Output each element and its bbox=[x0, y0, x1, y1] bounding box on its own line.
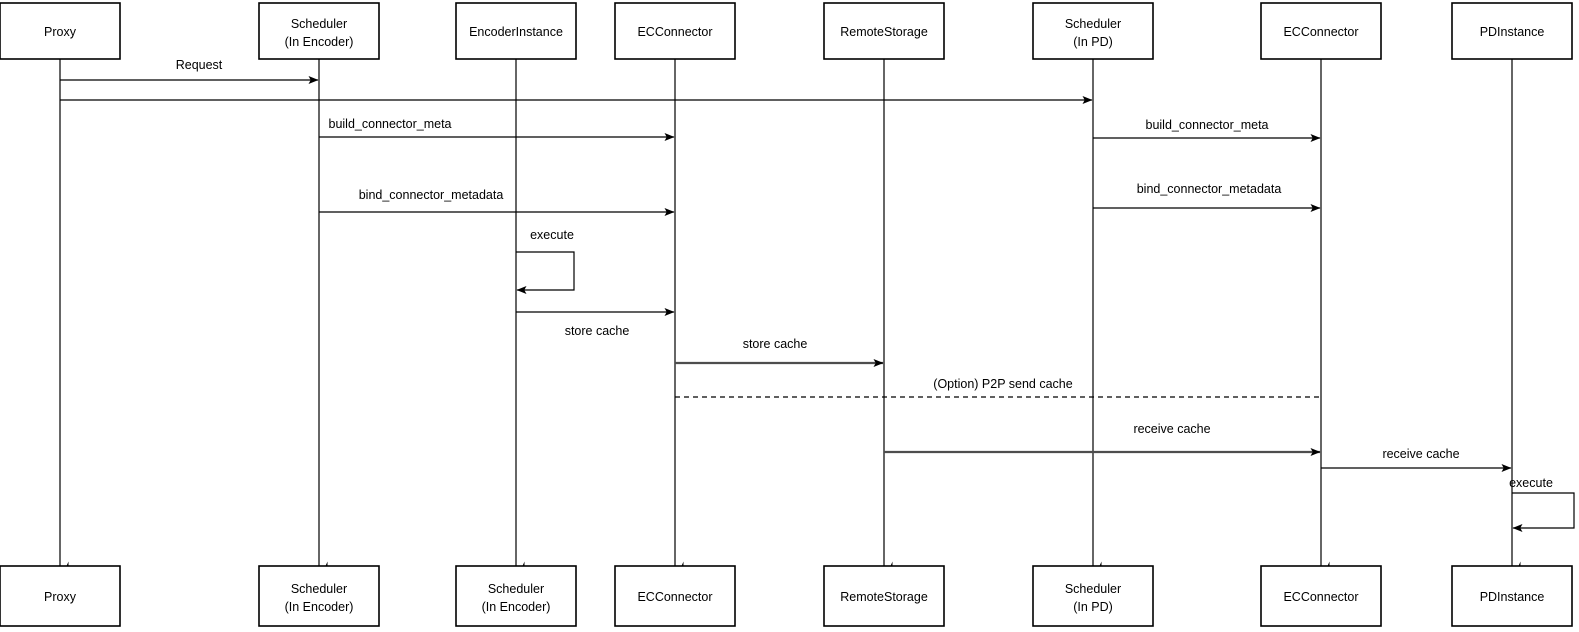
bottom-box-sched_enc bbox=[258, 565, 380, 627]
top-box-ec_conn_enc bbox=[614, 2, 736, 60]
bottom-participant-pd_inst[interactable]: PDInstance bbox=[1451, 565, 1573, 627]
bottom-participant-encoder_inst[interactable]: Scheduler (In Encoder) bbox=[455, 565, 577, 627]
top-label-pd_inst: PDInstance bbox=[1480, 25, 1545, 39]
bottom-box-proxy bbox=[0, 565, 121, 627]
top-box-sched_enc bbox=[258, 2, 380, 60]
message-m11[interactable]: receive cache bbox=[1321, 447, 1512, 472]
self-messages-layer: execute execute bbox=[516, 228, 1575, 532]
top-participant-boxes: Proxy Scheduler (In Encoder) EncoderInstanc… bbox=[0, 2, 1573, 60]
bottom-participant-sched_enc[interactable]: Scheduler (In Encoder) bbox=[258, 565, 380, 627]
bottom-label-proxy: Proxy bbox=[44, 590, 77, 604]
top-box-ec_conn_pd bbox=[1260, 2, 1382, 60]
bottom-label-remote_store: RemoteStorage bbox=[840, 590, 928, 604]
bottom-label-ec_conn_pd: ECConnector bbox=[1283, 590, 1358, 604]
top-label-line1-sched_pd: Scheduler bbox=[1065, 17, 1121, 31]
top-box-remote_store bbox=[823, 2, 945, 60]
top-participant-sched_pd[interactable]: Scheduler (In PD) bbox=[1032, 2, 1154, 60]
top-label-line2-sched_enc: (In Encoder) bbox=[285, 35, 354, 49]
bottom-label-line1-encoder_inst: Scheduler bbox=[488, 582, 544, 596]
bottom-label-pd_inst: PDInstance bbox=[1480, 590, 1545, 604]
top-label-ec_conn_enc: ECConnector bbox=[637, 25, 712, 39]
message-label-m9: (Option) P2P send cache bbox=[933, 377, 1072, 391]
message-m9[interactable]: (Option) P2P send cache bbox=[675, 377, 1321, 398]
top-label-proxy: Proxy bbox=[44, 25, 77, 39]
message-label-m6: bind_connector_metadata bbox=[1137, 182, 1282, 196]
bottom-participant-proxy[interactable]: Proxy bbox=[0, 565, 121, 627]
bottom-participant-remote_store[interactable]: RemoteStorage bbox=[823, 565, 945, 627]
bottom-label-line1-sched_enc: Scheduler bbox=[291, 582, 347, 596]
bottom-box-encoder_inst bbox=[455, 565, 577, 627]
bottom-label-line1-sched_pd: Scheduler bbox=[1065, 582, 1121, 596]
top-box-pd_inst bbox=[1451, 2, 1573, 60]
lifelines-layer bbox=[59, 59, 1521, 571]
self-message-path-s2 bbox=[1512, 492, 1575, 532]
bottom-participant-boxes: Proxy Scheduler (In Encoder) Scheduler (In E… bbox=[0, 565, 1573, 627]
message-m3[interactable]: build_connector_meta bbox=[319, 117, 675, 141]
message-label-m4: build_connector_meta bbox=[1146, 118, 1269, 132]
bottom-label-line2-sched_pd: (In PD) bbox=[1073, 600, 1113, 614]
self-message-label-s2: execute bbox=[1509, 476, 1553, 490]
bottom-participant-ec_conn_enc[interactable]: ECConnector bbox=[614, 565, 736, 627]
top-participant-encoder_inst[interactable]: EncoderInstance bbox=[455, 2, 577, 60]
message-m5[interactable]: bind_connector_metadata bbox=[319, 188, 675, 216]
bottom-label-ec_conn_enc: ECConnector bbox=[637, 590, 712, 604]
message-label-m7: store cache bbox=[565, 324, 630, 338]
self-message-path-s1 bbox=[516, 251, 575, 294]
top-participant-proxy[interactable]: Proxy bbox=[0, 2, 121, 60]
bottom-box-pd_inst bbox=[1451, 565, 1573, 627]
message-m10[interactable]: receive cache bbox=[884, 422, 1321, 456]
bottom-box-remote_store bbox=[823, 565, 945, 627]
top-label-ec_conn_pd: ECConnector bbox=[1283, 25, 1358, 39]
message-m8[interactable]: store cache bbox=[675, 337, 884, 367]
bottom-box-ec_conn_pd bbox=[1260, 565, 1382, 627]
self-message-s1[interactable]: execute bbox=[516, 228, 575, 294]
bottom-label-line2-encoder_inst: (In Encoder) bbox=[482, 600, 551, 614]
top-participant-remote_store[interactable]: RemoteStorage bbox=[823, 2, 945, 60]
top-label-remote_store: RemoteStorage bbox=[840, 25, 928, 39]
bottom-participant-sched_pd[interactable]: Scheduler (In PD) bbox=[1032, 565, 1154, 627]
message-label-m8: store cache bbox=[743, 337, 808, 351]
self-message-s2[interactable]: execute bbox=[1509, 476, 1575, 532]
top-label-encoder_inst: EncoderInstance bbox=[469, 25, 563, 39]
message-m7[interactable]: store cache bbox=[516, 308, 675, 338]
bottom-label-line2-sched_enc: (In Encoder) bbox=[285, 600, 354, 614]
message-label-m11: receive cache bbox=[1382, 447, 1459, 461]
bottom-box-sched_pd bbox=[1032, 565, 1154, 627]
message-label-m5: bind_connector_metadata bbox=[359, 188, 504, 202]
top-participant-sched_enc[interactable]: Scheduler (In Encoder) bbox=[258, 2, 380, 60]
message-m4[interactable]: build_connector_meta bbox=[1093, 118, 1321, 142]
top-label-line2-sched_pd: (In PD) bbox=[1073, 35, 1113, 49]
message-label-m10: receive cache bbox=[1133, 422, 1210, 436]
message-m1[interactable]: Request bbox=[60, 58, 319, 84]
top-box-encoder_inst bbox=[455, 2, 577, 60]
message-m6[interactable]: bind_connector_metadata bbox=[1093, 182, 1321, 212]
top-box-sched_pd bbox=[1032, 2, 1154, 60]
top-participant-ec_conn_enc[interactable]: ECConnector bbox=[614, 2, 736, 60]
message-label-m1: Request bbox=[176, 58, 223, 72]
top-participant-pd_inst[interactable]: PDInstance bbox=[1451, 2, 1573, 60]
bottom-box-ec_conn_enc bbox=[614, 565, 736, 627]
message-label-m3: build_connector_meta bbox=[329, 117, 452, 131]
top-label-line1-sched_enc: Scheduler bbox=[291, 17, 347, 31]
self-message-label-s1: execute bbox=[530, 228, 574, 242]
top-participant-ec_conn_pd[interactable]: ECConnector bbox=[1260, 2, 1382, 60]
messages-layer: Request build_connector_meta build_connect… bbox=[60, 58, 1512, 472]
bottom-participant-ec_conn_pd[interactable]: ECConnector bbox=[1260, 565, 1382, 627]
top-box-proxy bbox=[0, 2, 121, 60]
